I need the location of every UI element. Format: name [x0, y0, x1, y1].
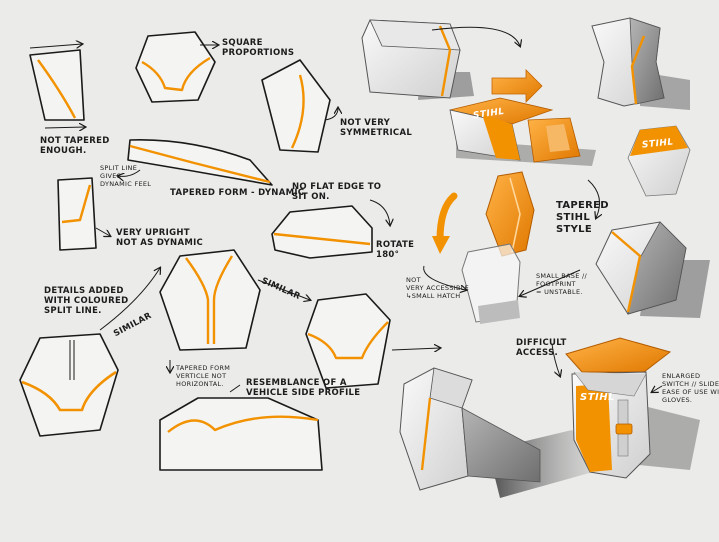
sketch-y-form	[159, 249, 261, 372]
sketch-no-flat-edge	[271, 199, 390, 259]
render-connector-arrows	[423, 26, 663, 392]
note-details-added: DETAILS ADDED WITH COLOURED SPLIT LINE.	[44, 286, 129, 316]
sketch-not-symmetrical	[261, 59, 338, 153]
note-tapered-vertical: TAPERED FORM VERTICLE NOT HORIZONTAL.	[176, 364, 231, 388]
note-no-flat-edge: NO FLAT EDGE TO SIT ON.	[292, 182, 382, 202]
note-split-line: SPLIT LINE GIVES DYNAMIC FEEL	[100, 164, 152, 188]
sketch-very-upright	[57, 177, 110, 251]
brand-final-render: STIHL	[580, 392, 615, 403]
note-not-symmetrical: NOT VERY SYMMETRICAL	[340, 118, 413, 138]
sketch-not-tapered	[29, 44, 85, 128]
note-vehicle-profile: RESEMBLANCE OF A VEHICLE SIDE PROFILE	[246, 378, 361, 398]
render-large-grey-form	[399, 367, 600, 498]
render-twisted-tower	[591, 17, 690, 110]
note-tapered-stihl-style: TAPERED STIHL STYLE	[556, 200, 609, 235]
render-tapered-hex	[595, 221, 710, 318]
render-final-unit	[565, 337, 700, 479]
render-stihl-emblem	[627, 125, 691, 197]
sketch-tapered-wedge	[118, 139, 273, 186]
sketch-square-proportions	[135, 31, 218, 103]
note-square-proportions: SQUARE PROPORTIONS	[222, 38, 295, 58]
note-tapered-form: TAPERED FORM - DYNAMIC	[170, 188, 305, 198]
connector-arrows	[99, 268, 310, 331]
render-open-stihl	[449, 97, 596, 166]
note-not-tapered: NOT TAPERED ENOUGH.	[40, 136, 110, 156]
sketch-similar-hex	[305, 293, 440, 389]
note-difficult-access: DIFFICULT ACCESS.	[516, 338, 567, 358]
note-rotate: ROTATE 180°	[376, 240, 415, 260]
render-exploded-view	[432, 171, 535, 324]
note-small-base: SMALL BASE // FOOTPRINT = UNSTABLE.	[536, 272, 587, 296]
orange-arrow-right	[491, 69, 543, 103]
note-very-upright: VERY UPRIGHT NOT AS DYNAMIC	[116, 228, 204, 248]
note-not-very-accessible: NOT VERY ACCESSIBLE ↳SMALL HATCH	[406, 276, 470, 300]
sketch-coloured-split-line	[19, 333, 119, 437]
render-grey-wedge	[361, 19, 474, 100]
sketch-vehicle-profile	[159, 384, 323, 471]
note-enlarged-switch: ENLARGED SWITCH // SLIDER EASE OF USE WI…	[662, 372, 719, 404]
